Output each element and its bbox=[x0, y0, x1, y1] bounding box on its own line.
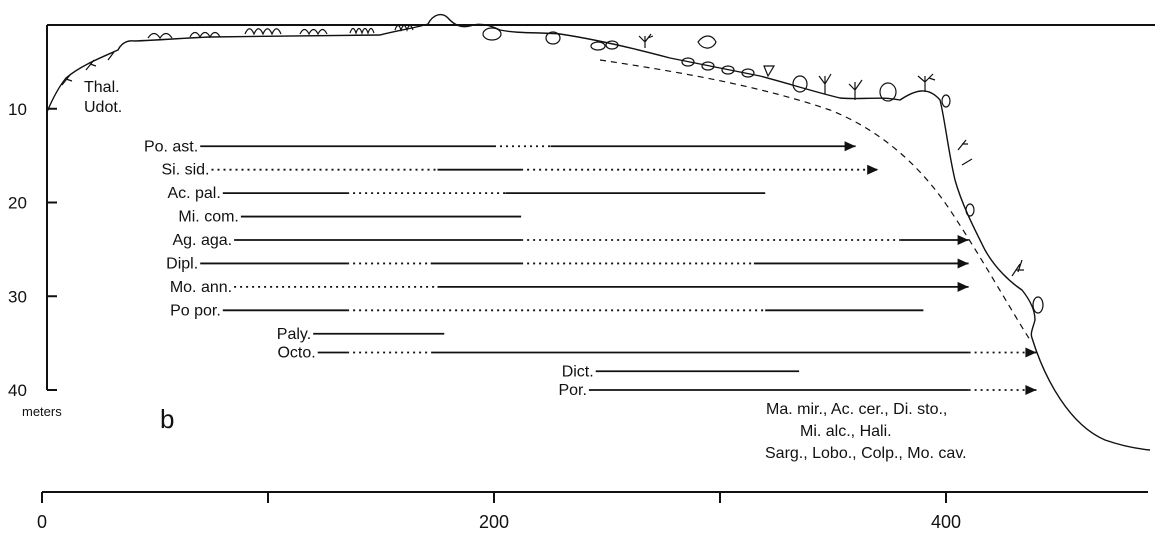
depth-unit-label: meters bbox=[22, 404, 62, 419]
zone-label-udot: Udot. bbox=[84, 99, 122, 116]
taxon-label: Ag. aga. bbox=[172, 232, 232, 249]
depth-axis: 10 20 30 40 meters bbox=[8, 24, 1155, 419]
reef-profile bbox=[46, 13, 1151, 451]
taxon-label: Po por. bbox=[170, 302, 221, 319]
taxon-range-arrowhead bbox=[844, 141, 856, 152]
taxon-label: Ac. pal. bbox=[167, 185, 220, 202]
taxon-range-arrowhead bbox=[1025, 385, 1037, 395]
panel-label: b bbox=[160, 404, 174, 434]
taxon-label: Dict. bbox=[562, 363, 594, 380]
taxon-range-arrowhead bbox=[957, 258, 969, 269]
deep-taxa-note: Ma. mir., Ac. cer., Di. sto., Mi. alc., … bbox=[765, 401, 967, 462]
depth-tick-label: 10 bbox=[8, 100, 27, 119]
reef-dashed-slope bbox=[599, 59, 1031, 341]
deep-taxa-note-line-1: Ma. mir., Ac. cer., Di. sto., bbox=[766, 401, 947, 418]
taxon-label: Paly. bbox=[277, 326, 311, 343]
taxon-label: Mi. com. bbox=[178, 209, 238, 226]
taxon-label: Po. ast. bbox=[144, 138, 198, 155]
distance-tick-label: 200 bbox=[479, 512, 509, 532]
deep-taxa-note-line-3: Sarg., Lobo., Colp., Mo. cav. bbox=[765, 445, 967, 462]
zone-label-thal: Thal. bbox=[84, 79, 120, 96]
taxon-label: Por. bbox=[558, 382, 586, 399]
depth-tick-label: 20 bbox=[8, 194, 27, 213]
depth-tick-label: 30 bbox=[8, 287, 27, 306]
deep-taxa-note-line-2: Mi. alc., Hali. bbox=[800, 423, 892, 440]
distance-tick-label: 0 bbox=[37, 512, 47, 532]
distance-tick-label: 400 bbox=[931, 512, 961, 532]
depth-tick-label: 40 bbox=[8, 381, 27, 400]
taxon-range-arrowhead bbox=[957, 235, 969, 245]
taxon-range-arrowhead bbox=[1025, 347, 1037, 358]
taxon-range-arrowhead bbox=[867, 164, 879, 175]
taxon-label: Mo. ann. bbox=[170, 279, 232, 296]
taxon-label: Si. sid. bbox=[161, 162, 209, 179]
taxon-label: Dipl. bbox=[166, 255, 198, 272]
reef-texture bbox=[61, 24, 1044, 314]
taxon-ranges: Po. ast. Si. sid. Ac. pal. Mi. com. Ag. aga.… bbox=[144, 138, 1037, 399]
taxon-label: Octo. bbox=[277, 345, 315, 362]
distance-axis: 0 200 400 bbox=[37, 491, 1148, 532]
taxon-range-arrowhead bbox=[957, 281, 969, 292]
